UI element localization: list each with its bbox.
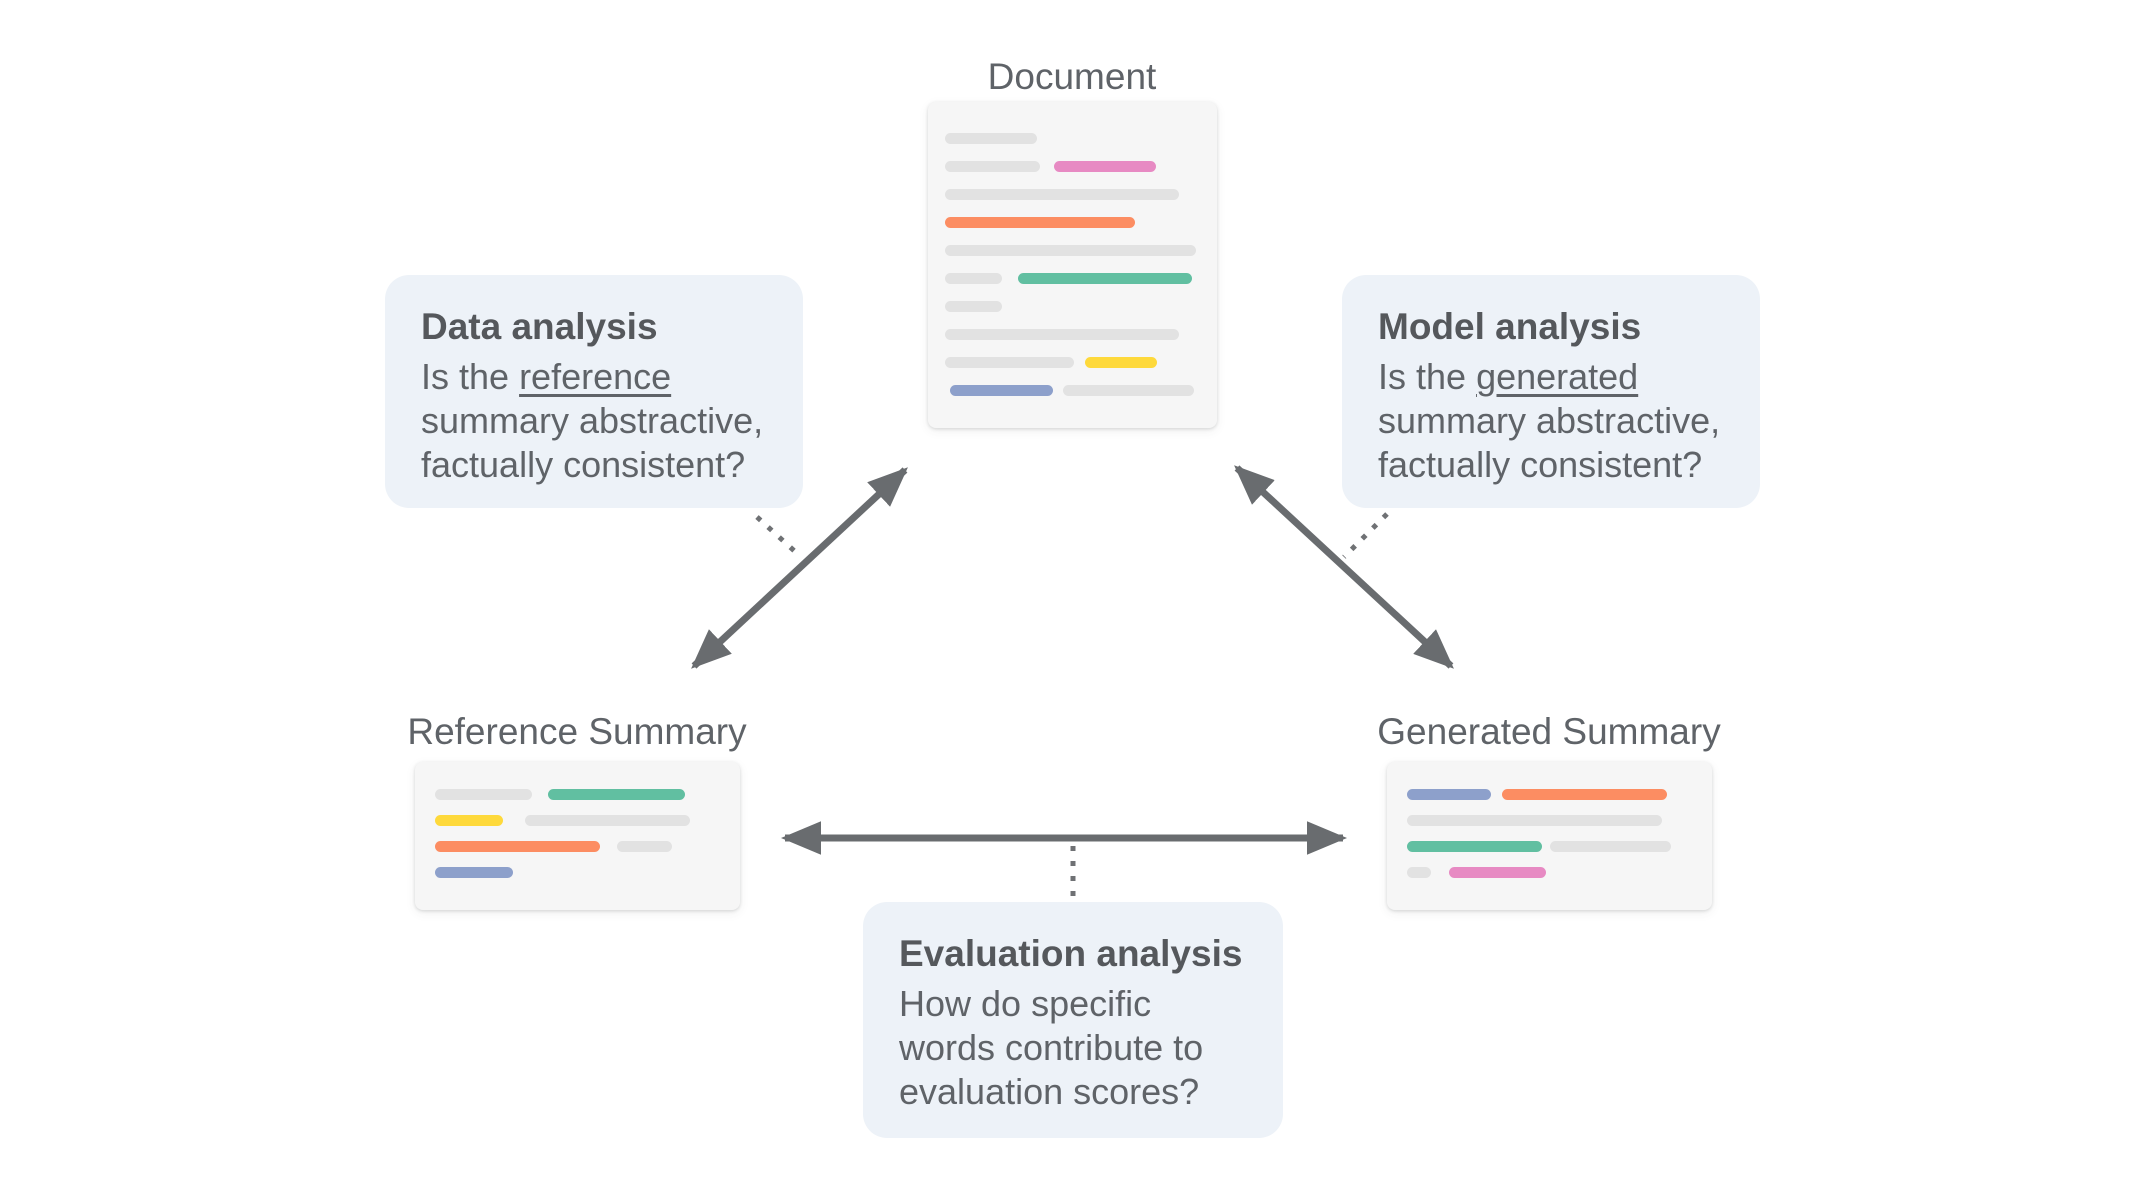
model-analysis-body: Is the generated summary abstractive, fa… [1378,355,1724,487]
gray-text-line [945,189,1179,200]
dotted-connector-data [755,515,803,559]
blue-text-line [435,867,513,878]
generated-summary-card [1387,762,1712,910]
blue-text-line [1407,789,1491,800]
text-line-row [945,385,1200,396]
evaluation-analysis-callout: Evaluation analysis How do specific word… [863,902,1283,1138]
body-line: factually consistent? [421,444,746,485]
text-line-row [435,867,720,878]
text-line-row [1407,841,1692,852]
orange-text-line [435,841,600,852]
gray-text-line [945,273,1002,284]
text-line-row [945,245,1200,256]
body-text: How do specific [899,983,1152,1024]
orange-text-line [945,217,1135,228]
yellow-text-line [435,815,503,826]
body-line: summary abstractive, [1378,400,1721,441]
reference-summary-card [415,762,740,910]
gray-text-line [525,815,690,826]
text-line-row [1407,789,1692,800]
gray-text-line [617,841,672,852]
pink-text-line [1449,867,1546,878]
dotted-connector-model [1342,512,1389,559]
orange-text-line [1502,789,1667,800]
text-line-row [1407,815,1692,826]
text-line-row [945,273,1200,284]
gray-text-line [945,357,1074,368]
document-label: Document [987,56,1157,97]
gray-text-line [945,133,1037,144]
reference-summary-label: Reference Summary [407,711,747,752]
document-card [928,102,1217,428]
body-text: Is the [1378,356,1477,397]
gray-text-line [945,245,1196,256]
body-line: Is the reference [421,355,767,399]
text-line-row [945,161,1200,172]
data-analysis-title: Data analysis [421,306,658,347]
underlined-word: generated [1476,356,1639,397]
arrow-document-generated [1234,465,1454,669]
evaluation-analysis-body: How do specific words contribute to eval… [899,982,1247,1114]
green-text-line [1407,841,1542,852]
model-analysis-title: Model analysis [1378,306,1642,347]
green-text-line [1018,273,1192,284]
text-line-row [945,329,1200,340]
text-line-row [945,301,1200,312]
gray-text-line [945,329,1179,340]
gray-text-line [1407,867,1431,878]
text-line-row [435,815,720,826]
text-line-row [945,133,1200,144]
yellow-text-line [1085,357,1157,368]
body-line: factually consistent? [1378,444,1703,485]
pink-text-line [1054,161,1156,172]
body-line: evaluation scores? [899,1071,1200,1112]
body-line: How do specific [899,982,1247,1026]
underlined-word: reference [519,356,672,397]
body-line: Is the generated [1378,355,1724,399]
text-line-row [945,357,1200,368]
text-line-row [1407,867,1692,878]
gray-text-line [1550,841,1671,852]
text-line-row [435,841,720,852]
text-line-row [435,789,720,800]
gray-text-line [1063,385,1194,396]
gray-text-line [945,161,1040,172]
gray-text-line [945,301,1002,312]
gray-text-line [1407,815,1662,826]
model-analysis-callout: Model analysis Is the generated summary … [1342,275,1760,508]
text-line-row [945,217,1200,228]
evaluation-analysis-title: Evaluation analysis [899,933,1243,974]
gray-text-line [435,789,532,800]
body-line: summary abstractive, [421,400,764,441]
body-text: Is the [421,356,520,397]
data-analysis-body: Is the reference summary abstractive, fa… [421,355,767,487]
arrow-document-reference [691,467,908,669]
body-line: words contribute to [899,1027,1204,1068]
blue-text-line [950,385,1053,396]
text-line-row [945,189,1200,200]
generated-summary-label: Generated Summary [1377,711,1721,752]
data-analysis-callout: Data analysis Is the reference summary a… [385,275,803,508]
green-text-line [548,789,685,800]
